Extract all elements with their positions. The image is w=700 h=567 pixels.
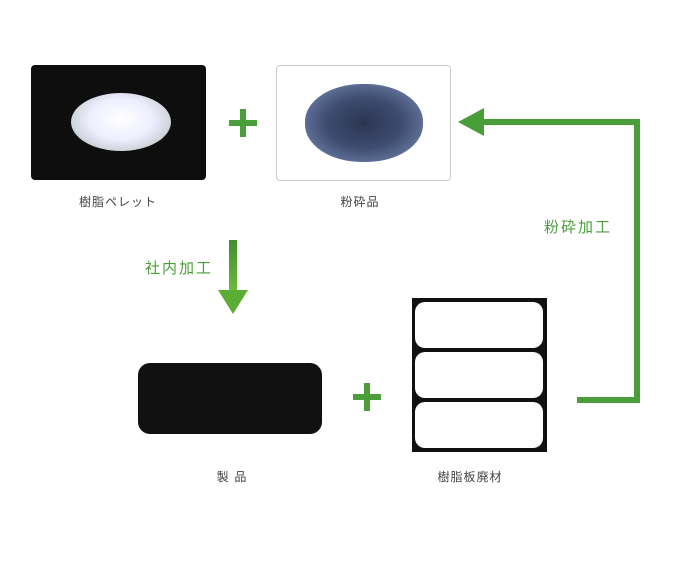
- product-label: 製 品: [216, 470, 248, 484]
- arrow-left-head: [458, 108, 484, 136]
- resin-scrap-image: [412, 298, 547, 452]
- crushed-material-image: [276, 65, 451, 181]
- resin-pellet-label: 樹脂ペレット: [78, 195, 157, 209]
- plus-icon: [353, 383, 381, 411]
- resin-pellet-image: [31, 65, 206, 180]
- crushed-material-label: 粉砕品: [340, 195, 380, 209]
- plus-icon: [229, 109, 257, 137]
- resin-scrap-label: 樹脂板廃材: [437, 470, 503, 484]
- arrow-down-shaft: [229, 240, 237, 292]
- arrow-down-head: [218, 290, 248, 314]
- inhouse-process-label: 社内加工: [145, 259, 214, 277]
- return-flow-line: [478, 119, 640, 403]
- crushing-process-label: 粉砕加工: [544, 218, 613, 236]
- product-image: [138, 363, 322, 434]
